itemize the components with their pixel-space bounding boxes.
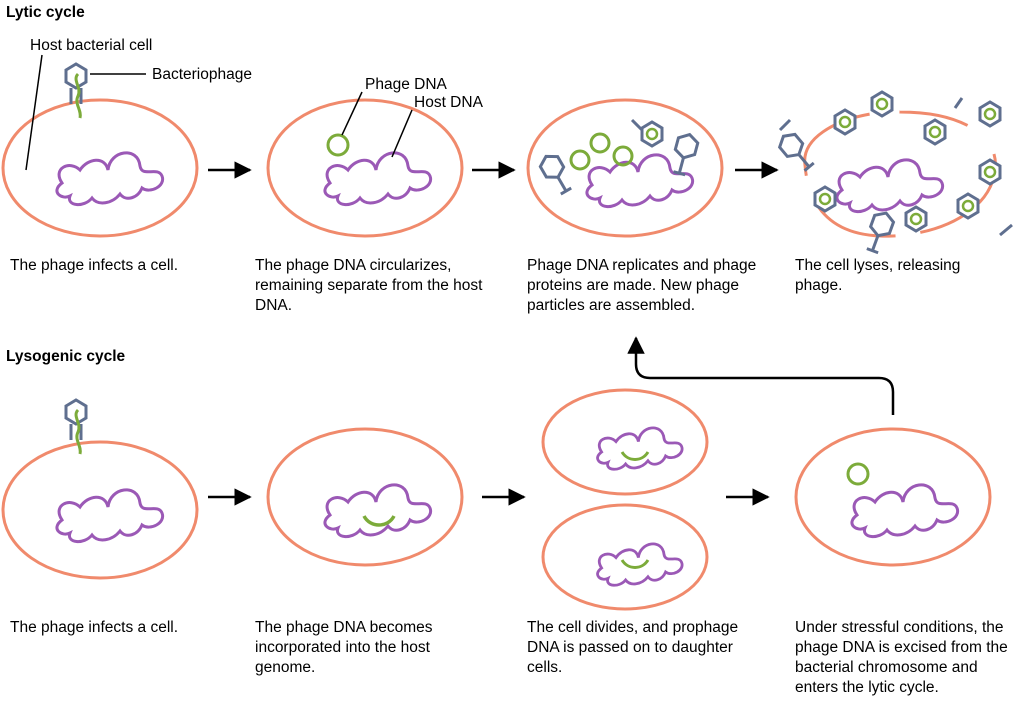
host-dna-label: Host DNA — [414, 94, 483, 111]
lysogenic-heading: Lysogenic cycle — [6, 348, 126, 365]
lysogenic-step1-cell — [1, 398, 199, 580]
host-cell-label: Host bacterial cell — [30, 37, 153, 54]
phage-dna-label: Phage DNA — [365, 76, 447, 93]
excised-phage-dna-circle — [846, 462, 870, 486]
lysogenic-step3-caption: The cell divides, and prophage DNA is pa… — [527, 619, 739, 676]
lytic-step4-cell-lysing — [774, 90, 1013, 256]
lytic-heading: Lytic cycle — [6, 4, 85, 21]
lytic-step4-caption: The cell lyses, releasing phage. — [795, 257, 961, 294]
lytic-step2-caption: The phage DNA circularizes, remaining se… — [255, 257, 483, 314]
integrated-phage-dna — [362, 515, 396, 527]
bacteriophage-icon — [64, 398, 88, 455]
phage-dna-circle-icon — [326, 133, 350, 157]
lysogenic-step4-caption: Under stressful conditions, the phage DN… — [795, 619, 1008, 696]
lysogenic-step3-daughter-cells — [541, 388, 709, 611]
lytic-step1-cell — [1, 54, 199, 238]
lysogenic-step2-cell — [266, 427, 464, 567]
lytic-step3-caption: Phage DNA replicates and phage proteins … — [527, 257, 757, 314]
lytic-step2-cell — [266, 91, 464, 238]
lytic-step1-caption: The phage infects a cell. — [10, 257, 179, 274]
lysogenic-step1-caption: The phage infects a cell. — [10, 619, 179, 636]
lysogenic-step2-caption: The phage DNA becomes incorporated into … — [255, 619, 433, 676]
lytic-step3-cell — [526, 98, 724, 238]
lysogenic-step4-cell — [794, 427, 992, 567]
bacteriophage-label: Bacteriophage — [152, 66, 252, 83]
bacteriophage-icon — [64, 62, 88, 119]
return-to-lytic-arrow — [627, 336, 895, 415]
